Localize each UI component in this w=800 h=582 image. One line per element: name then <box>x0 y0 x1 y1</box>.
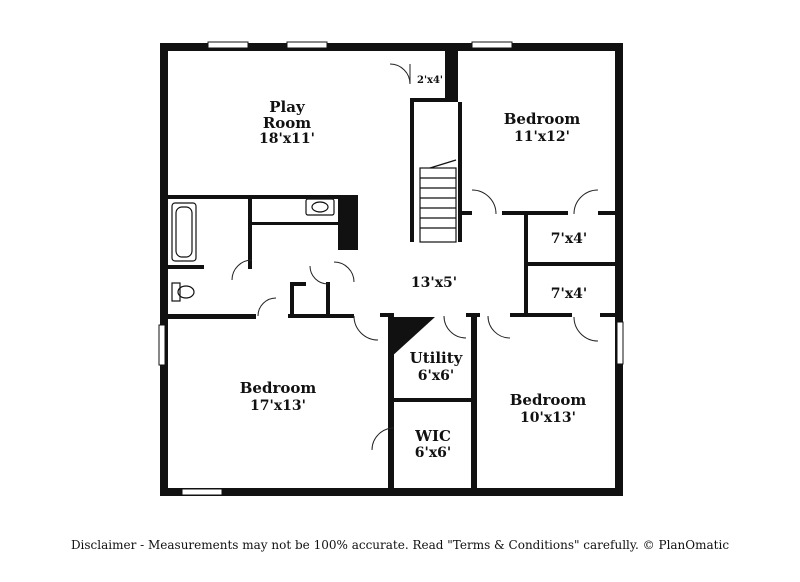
closet-lower-dims: 7'x4' <box>551 286 587 302</box>
utility-name: Utility <box>410 349 464 367</box>
bedroom-se-dims: 10'x13' <box>520 410 576 426</box>
bedroom-ne-dims: 11'x12' <box>514 129 570 145</box>
bedroom-se-name: Bedroom <box>510 391 587 409</box>
hall-dims: 13'x5' <box>411 275 457 291</box>
closet-small-dims: 2'x4' <box>417 75 443 86</box>
wic-dims: 6'x6' <box>415 445 451 461</box>
doors <box>231 63 599 451</box>
play-room-name-line1: Play <box>269 98 306 116</box>
utility-dims: 6'x6' <box>418 368 454 384</box>
bedroom-sw-dims: 17'x13' <box>250 398 306 414</box>
play-room-dims: 18'x11' <box>259 131 315 147</box>
interior-walls <box>168 51 615 496</box>
play-room-name-line2: Room <box>263 114 311 132</box>
bath-fixtures <box>171 198 335 302</box>
disclaimer-text: Disclaimer - Measurements may not be 100… <box>70 538 730 552</box>
wic-name: WIC <box>414 427 451 445</box>
windows <box>158 41 624 496</box>
bedroom-ne-name: Bedroom <box>504 110 581 128</box>
stairs <box>419 159 457 243</box>
room-labels: Play Room 18'x11' 2'x4' Bedroom 11'x12' … <box>240 75 587 461</box>
bedroom-sw-name: Bedroom <box>240 379 317 397</box>
closet-upper-dims: 7'x4' <box>551 231 587 247</box>
